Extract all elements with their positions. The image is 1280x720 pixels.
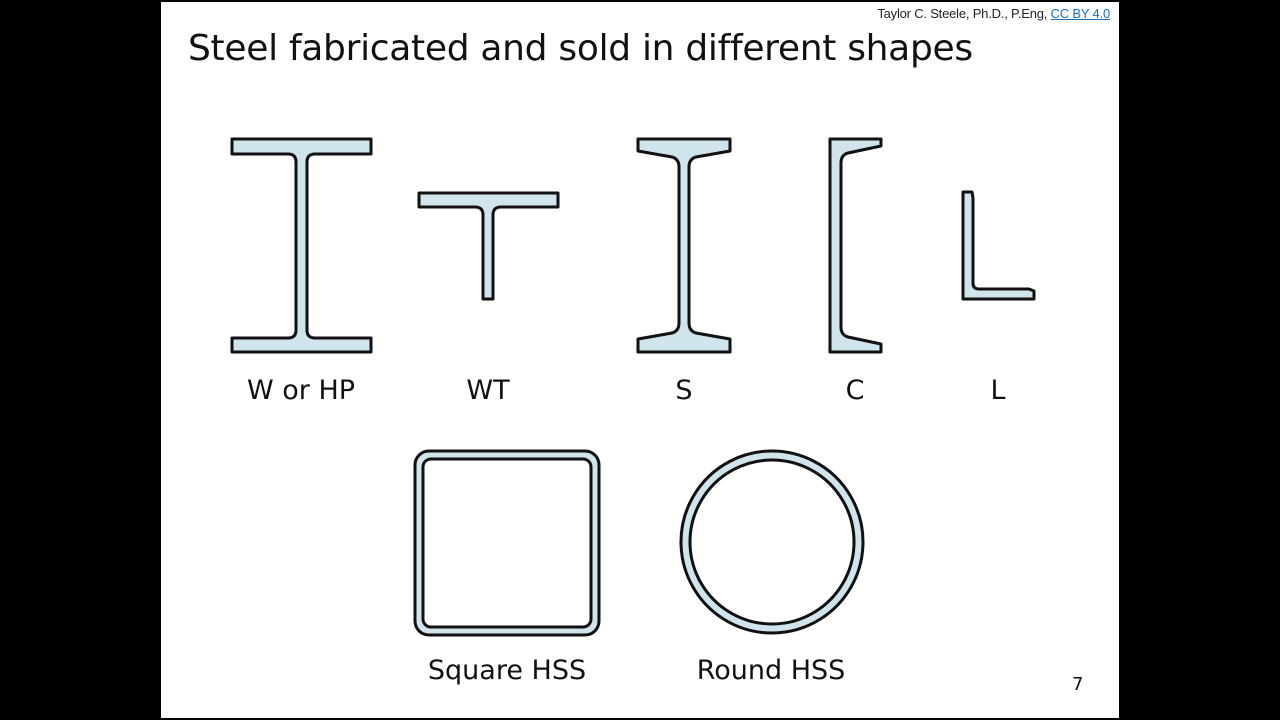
l-shape-section xyxy=(961,190,1036,301)
c-shape-section xyxy=(828,137,883,354)
wt-label: WT xyxy=(466,375,510,406)
steel-shapes-diagram xyxy=(230,137,1036,637)
round-hss-label: Round HSS xyxy=(696,655,846,686)
w-shape-section xyxy=(230,137,373,354)
attribution: Taylor C. Steele, Ph.D., P.Eng, CC BY 4.… xyxy=(877,6,1110,21)
w-or-hp-label: W or HP xyxy=(246,375,356,406)
square-hss-section xyxy=(413,449,601,637)
l-label: L xyxy=(990,375,1006,406)
round-hss-section xyxy=(679,449,865,635)
author-credit: Taylor C. Steele, Ph.D., P.Eng, xyxy=(877,6,1048,21)
slide: Taylor C. Steele, Ph.D., P.Eng, CC BY 4.… xyxy=(161,2,1119,718)
s-shape-section xyxy=(636,137,732,354)
s-label: S xyxy=(675,375,693,406)
square-hss-label: Square HSS xyxy=(427,655,587,686)
c-label: C xyxy=(845,375,865,406)
page-number: 7 xyxy=(1072,674,1084,695)
slide-title: Steel fabricated and sold in different s… xyxy=(188,28,973,69)
license-link[interactable]: CC BY 4.0 xyxy=(1050,6,1111,21)
wt-shape-section xyxy=(417,191,560,301)
